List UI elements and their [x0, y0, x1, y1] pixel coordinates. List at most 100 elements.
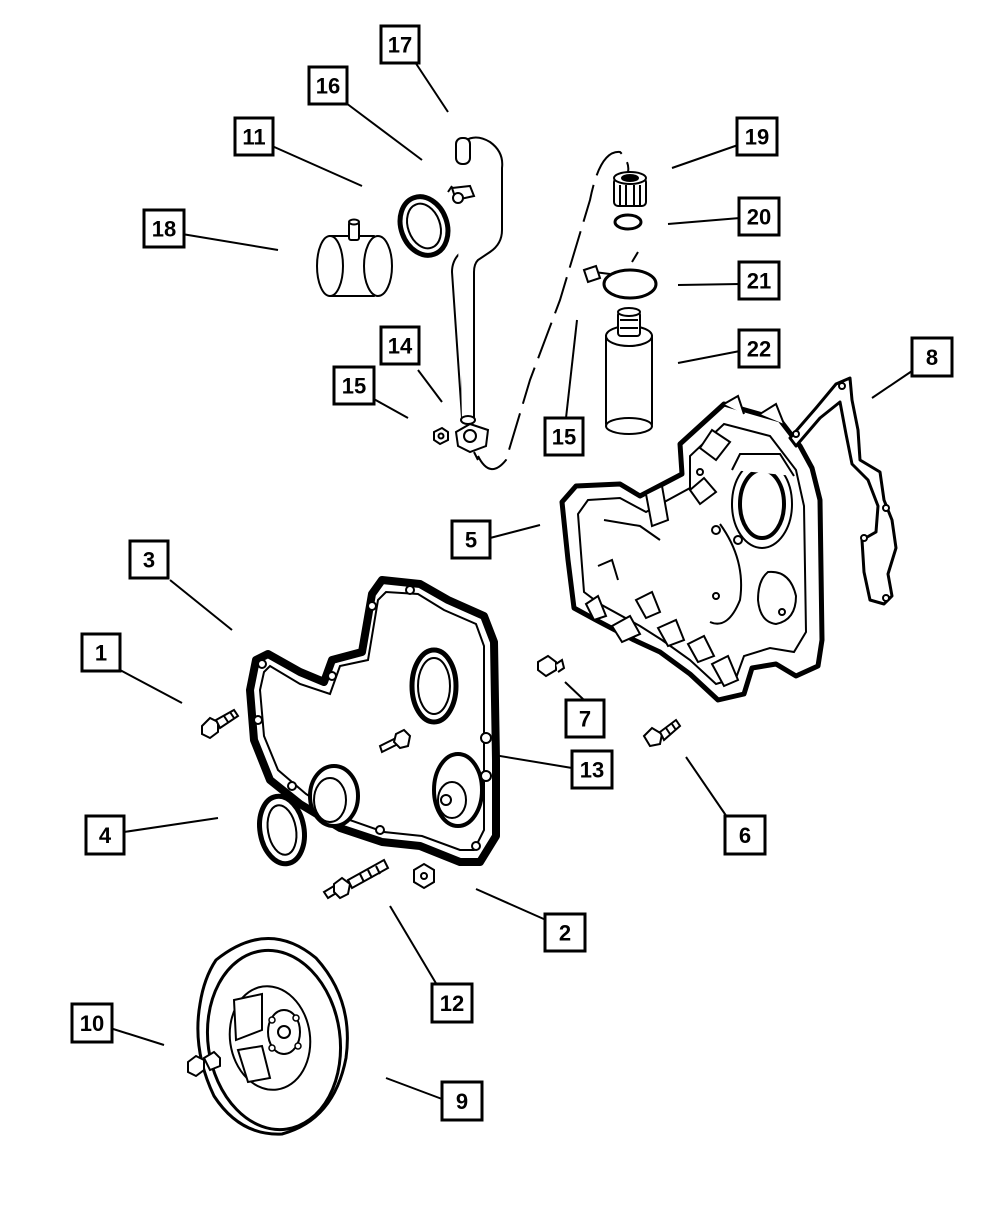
- callout-10: 10: [70, 1002, 114, 1044]
- leader-19: [671, 144, 739, 169]
- o-ring-20: [613, 213, 643, 231]
- cover-stud-13: [378, 728, 412, 754]
- callout-22: 22: [737, 328, 781, 369]
- gear-housing: [559, 394, 825, 703]
- callout-3: 3: [128, 539, 170, 580]
- callout-number: 17: [388, 33, 412, 58]
- leader-4: [123, 817, 219, 833]
- leader-17: [414, 61, 449, 113]
- callout-number: 10: [80, 1011, 104, 1036]
- callout-box: [379, 24, 421, 65]
- callout-number: 12: [440, 991, 464, 1016]
- callout-box: [430, 982, 474, 1024]
- front-cover: [246, 576, 500, 866]
- damper-bolt-10: [187, 1050, 221, 1078]
- crankshaft-seal: [257, 793, 307, 867]
- callout-box: [440, 1080, 484, 1122]
- callout-box: [910, 336, 954, 378]
- leader-21: [677, 283, 741, 286]
- leader-16: [345, 102, 423, 161]
- callout-2: 2: [543, 912, 587, 953]
- callout-box: [70, 1002, 114, 1044]
- callout-box: [233, 116, 275, 157]
- callout-number: 14: [388, 334, 413, 359]
- bolt-7: [537, 654, 566, 678]
- callout-box: [379, 325, 421, 366]
- breather-seal-ring: [397, 194, 451, 258]
- callout-number: 18: [152, 217, 176, 242]
- callout-number: 22: [747, 337, 771, 362]
- leader-lines: [109, 61, 913, 1100]
- callout-box: [307, 65, 349, 106]
- stud-12: [322, 858, 390, 900]
- callout-15: 15: [332, 365, 376, 406]
- callout-4: 4: [84, 814, 126, 856]
- leader-5: [489, 524, 541, 539]
- callout-box: [737, 260, 781, 301]
- filter-cap-19: [613, 171, 647, 207]
- bolt-2: [413, 862, 435, 890]
- callout-21: 21: [737, 260, 781, 301]
- lower-hose-clamp: [454, 422, 490, 461]
- leader-15a: [371, 397, 409, 419]
- breather-canister: [316, 218, 393, 297]
- callout-15: 15: [543, 416, 585, 457]
- callout-number: 8: [926, 345, 938, 370]
- bolt-6: [642, 718, 682, 748]
- callout-18: 18: [142, 208, 186, 249]
- filter-canister-22: [605, 307, 653, 435]
- callout-number: 1: [95, 641, 107, 666]
- callout-box: [80, 632, 122, 673]
- callout-12: 12: [430, 982, 474, 1024]
- callout-11: 11: [233, 116, 275, 157]
- callout-box: [450, 519, 492, 560]
- leader-18: [181, 233, 279, 251]
- leader-10: [109, 1027, 165, 1046]
- tube-clamp-16: [447, 184, 476, 204]
- callout-number: 9: [456, 1089, 468, 1114]
- callout-20: 20: [737, 196, 781, 237]
- callout-19: 19: [735, 116, 779, 157]
- callout-8: 8: [910, 336, 954, 378]
- callout-5: 5: [450, 519, 492, 560]
- leader-6: [685, 756, 728, 818]
- leader-9: [385, 1077, 443, 1100]
- bolt-1: [201, 708, 240, 740]
- callout-box: [570, 749, 614, 790]
- callout-box: [142, 208, 186, 249]
- leader-8: [871, 370, 913, 399]
- leader-1: [119, 669, 183, 704]
- callout-number: 5: [465, 528, 477, 553]
- callout-number: 15: [552, 425, 576, 450]
- leader-22: [677, 350, 741, 364]
- clamp-nut: [433, 426, 449, 446]
- callout-box: [543, 912, 587, 953]
- leader-20: [667, 217, 741, 225]
- callout-box: [128, 539, 170, 580]
- leader-12: [389, 905, 438, 986]
- callout-box: [564, 698, 606, 739]
- callout-13: 13: [570, 749, 614, 790]
- callout-box: [723, 814, 767, 856]
- callout-number: 3: [143, 548, 155, 573]
- callout-number: 21: [747, 269, 771, 294]
- callout-6: 6: [723, 814, 767, 856]
- callout-number: 16: [316, 74, 340, 99]
- callout-box: [737, 196, 781, 237]
- callout-number: 20: [747, 205, 771, 230]
- leader-14: [417, 369, 443, 403]
- leader-3: [169, 579, 233, 631]
- callout-number: 13: [580, 758, 604, 783]
- callout-number: 7: [579, 707, 591, 732]
- callout-number: 15: [342, 374, 366, 399]
- breather-tube: [450, 136, 504, 425]
- callout-number: 11: [242, 125, 265, 150]
- leader-11: [271, 145, 363, 187]
- leader-2: [475, 888, 547, 921]
- callout-7: 7: [564, 698, 606, 739]
- leader-7: [564, 681, 585, 701]
- callout-number: 4: [99, 823, 112, 848]
- callout-box: [737, 328, 781, 369]
